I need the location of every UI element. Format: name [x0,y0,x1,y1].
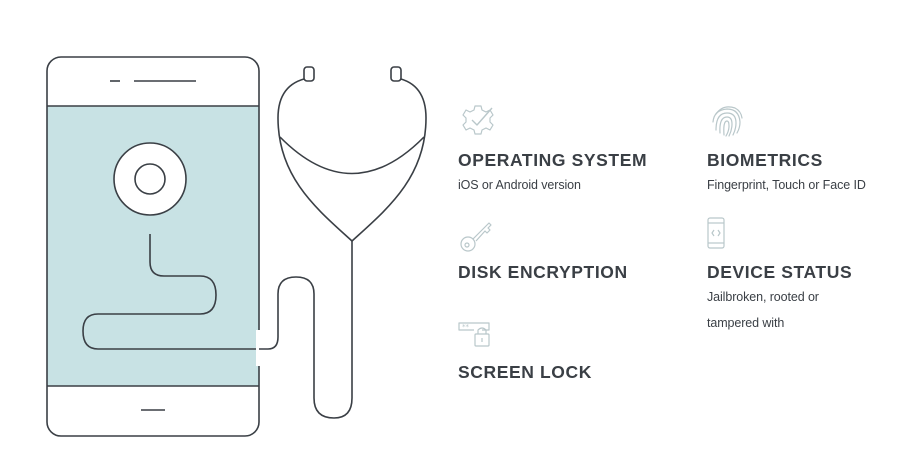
stethoscope-yoke [279,136,425,175]
feature-description: iOS or Android version [458,178,581,192]
fingerprint-icon [712,106,743,137]
phone-body [46,56,260,437]
feature-title: OPERATING SYSTEM [458,150,648,170]
stethoscope-eartip-left [303,66,315,82]
stethoscope-eartip-right [390,66,402,82]
feature-disk-encryption: DISK ENCRYPTION [458,214,628,283]
feature-screen-lock: ** SCREEN LOCK [458,314,592,383]
svg-text:**: ** [462,323,470,331]
feature-title: DEVICE STATUS [707,262,853,282]
password-lock-icon: ** [458,322,490,347]
stethoscope-tube [82,234,259,350]
stethoscope-headset [277,77,427,242]
feature-operating-system: OPERATING SYSTEM iOS or Android version [458,100,647,198]
feature-title: DISK ENCRYPTION [458,262,628,282]
feature-description: Jailbroken, rooted or tampered with [707,290,819,330]
gear-check-icon [462,105,494,135]
feature-title: SCREEN LOCK [458,362,592,382]
feature-device-status: DEVICE STATUS Jailbroken, rooted or tamp… [707,214,857,336]
stethoscope-tube-outer [259,241,353,419]
stethoscope-chestpiece-inner [134,163,166,195]
feature-description: Fingerprint, Touch or Face ID [707,178,866,192]
key-icon [460,222,492,252]
phone-code-icon [707,217,725,249]
feature-biometrics: BIOMETRICS Fingerprint, Touch or Face ID [707,100,866,198]
phone-edge-gap [256,330,262,366]
feature-title: BIOMETRICS [707,150,823,170]
